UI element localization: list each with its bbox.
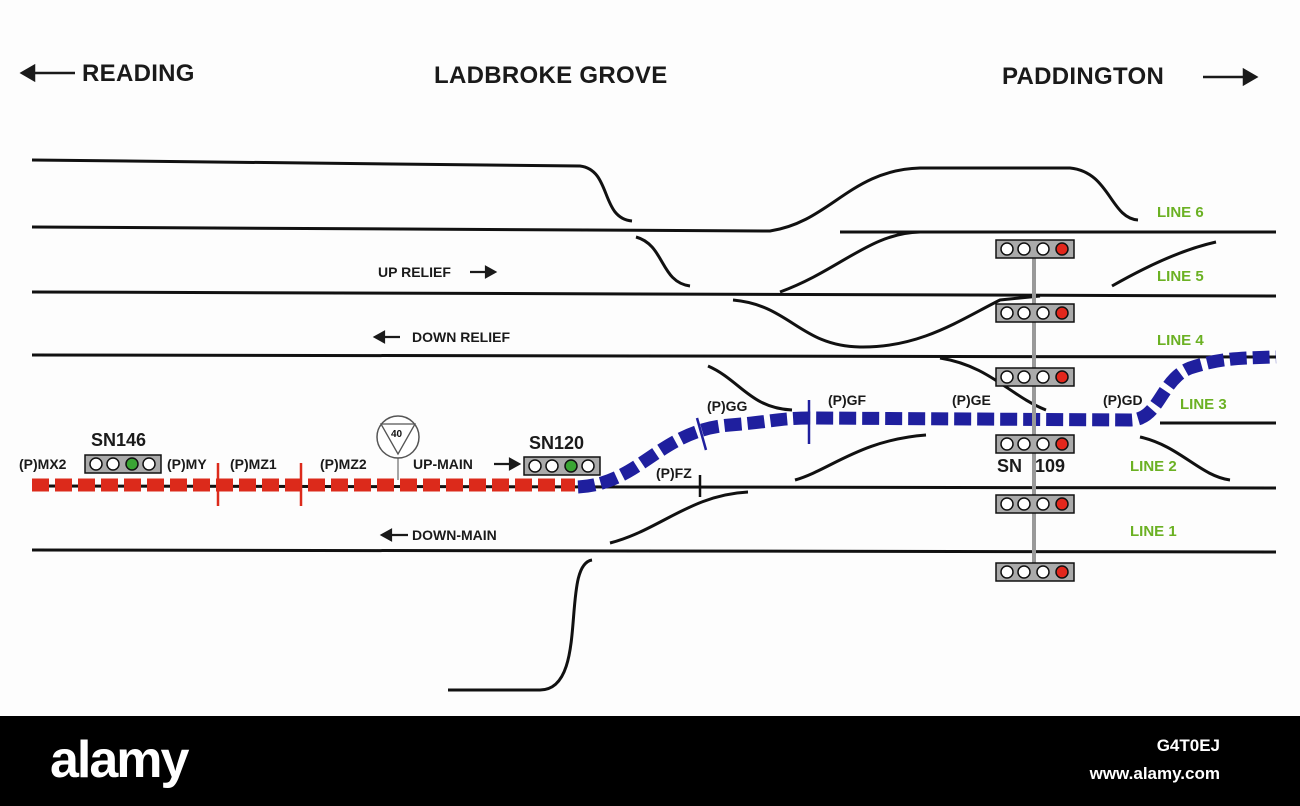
label-up-relief: UP RELIEF	[378, 264, 451, 280]
arrow-left-icon	[19, 63, 75, 83]
gantry-signal-line-3	[995, 434, 1075, 454]
arrow-right-up-relief-icon	[470, 265, 498, 279]
arrow-right-up-main-icon	[494, 457, 522, 471]
label-line-5: LINE 5	[1157, 268, 1204, 285]
crossover-4-3-left	[707, 364, 793, 412]
label-line-2: LINE 2	[1130, 458, 1177, 475]
crossover-3-2	[794, 433, 927, 482]
crossover-5-4	[732, 294, 1041, 349]
label-pfz: (P)FZ	[656, 465, 692, 481]
arrow-left-down-main-icon	[379, 528, 408, 542]
gantry-signal-line-4	[995, 367, 1075, 387]
label-down-main: DOWN-MAIN	[412, 527, 497, 543]
line-2-branch	[1139, 435, 1231, 482]
header-paddington: PADDINGTON	[1002, 63, 1165, 90]
label-pge: (P)GE	[952, 392, 991, 408]
label-line-6: LINE 6	[1157, 204, 1204, 221]
label-pgg: (P)GG	[707, 398, 748, 414]
track-line-6	[31, 166, 1139, 233]
site-url: www.alamy.com	[1089, 764, 1220, 783]
signal-sn120	[523, 456, 601, 476]
crossover-2-1	[609, 490, 749, 545]
label-pmz2: (P)MZ2	[320, 456, 367, 472]
label-pmy: (P)MY	[167, 456, 207, 472]
header-ladbroke-grove: LADBROKE GROVE	[434, 62, 668, 89]
label-sn120: SN120	[529, 433, 585, 453]
tracks	[31, 158, 1277, 692]
label-line-3: LINE 3	[1180, 396, 1227, 413]
label-line-1: LINE 1	[1130, 523, 1177, 540]
speed-limit-value: 40	[391, 429, 403, 440]
track-line-4	[31, 353, 1277, 359]
brand-logo: alamy	[50, 731, 189, 789]
track-layout-diagram	[19, 63, 1277, 692]
gantry-signal-line-6	[995, 239, 1075, 259]
crossover-5-up	[779, 230, 921, 294]
label-pmx2: (P)MX2	[19, 456, 67, 472]
watermark-footer: alamy G4T0EJ www.alamy.com	[0, 716, 1300, 806]
arrow-left-down-relief-icon	[372, 330, 400, 344]
gantry-signal-line-2	[995, 494, 1075, 514]
track-circuit-joints	[216, 400, 811, 506]
label-line-4: LINE 4	[1157, 332, 1204, 349]
speed-limit-sign-icon	[376, 415, 420, 480]
label-pgd: (P)GD	[1103, 392, 1143, 408]
label-down-relief: DOWN RELIEF	[412, 329, 510, 345]
label-up-main: UP-MAIN	[413, 456, 473, 472]
track-line-5	[31, 290, 1277, 298]
image-id: G4T0EJ	[1156, 736, 1220, 755]
header-reading: READING	[82, 60, 195, 87]
gantry-signal-line-5	[995, 303, 1075, 323]
track-bottom-siding	[448, 558, 593, 692]
label-pgf: (P)GF	[828, 392, 867, 408]
gantry-signal-line-1	[995, 562, 1075, 582]
label-sn109: SN 109	[997, 456, 1066, 476]
crossover-6-5	[635, 235, 691, 288]
label-sn146: SN146	[91, 430, 147, 450]
arrow-right-icon	[1203, 67, 1259, 87]
track-top-siding	[31, 158, 633, 223]
joint-gg	[695, 417, 708, 451]
signal-sn146	[84, 454, 162, 474]
track-line-1	[31, 548, 1277, 554]
line-5-branch	[1111, 240, 1217, 288]
label-pmz1: (P)MZ1	[230, 456, 277, 472]
